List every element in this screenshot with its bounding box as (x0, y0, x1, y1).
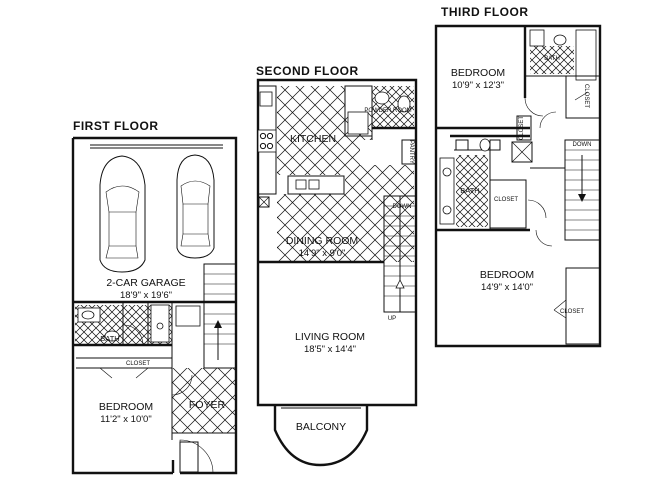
first-floor-stair (203, 263, 237, 369)
upper-bath-tile (530, 46, 574, 74)
foyer-tile (172, 368, 236, 433)
kitchen-label: KITCHEN (290, 133, 336, 145)
third-floor-stair (564, 139, 601, 241)
pantry-label: PANTRY (408, 140, 414, 164)
powder-room-label: POWDER ROOM (364, 108, 411, 114)
second-floor-title: SECOND FLOOR (256, 64, 359, 78)
first-bedroom-dimensions: 11'2" x 10'0" (100, 414, 151, 425)
garage-dimensions: 18'9" x 19'6" (120, 290, 172, 301)
first-bath-toilet (104, 330, 120, 342)
upper-closet-label: CLOSET (583, 84, 589, 108)
garage-label: 2-CAR GARAGE (106, 277, 185, 289)
dining-room-dimensions: 14'9" x 9'0" (299, 248, 346, 259)
second-stair-up-label: UP (388, 316, 396, 322)
third-floor-title: THIRD FLOOR (441, 5, 529, 19)
powder-toilet (397, 95, 411, 113)
third-bedroom-2-label: BEDROOM (480, 269, 534, 281)
small-closet-label: CLOSET (519, 116, 525, 140)
third-bedroom-1-dimensions: 10'9" x 12'3" (452, 80, 504, 91)
kitchen-island (287, 175, 345, 195)
bedroom-2-closet-label: CLOSET (560, 309, 584, 315)
first-closet-label: CLOSET (126, 361, 150, 367)
car-1-icon (99, 155, 146, 273)
first-floor-title: FIRST FLOOR (73, 119, 159, 133)
living-room-label: LIVING ROOM (295, 331, 365, 343)
third-bedroom-1-label: BEDROOM (451, 67, 505, 79)
living-room-dimensions: 18'5" x 14'4" (304, 344, 356, 355)
range-icon (257, 129, 277, 153)
middle-closet-label: CLOSET (494, 197, 518, 203)
first-floor-plan (71, 136, 238, 475)
refrigerator-icon (347, 111, 369, 135)
second-floor-plan (256, 78, 418, 467)
third-bedroom-2-dimensions: 14'9" x 14'0" (481, 282, 533, 293)
second-floor-stair (383, 195, 417, 313)
car-2-icon (176, 154, 215, 259)
kitchen-dining-tile (277, 86, 414, 262)
upper-bathtub (575, 29, 597, 81)
third-stair-down-label: DOWN (573, 142, 592, 148)
first-bedroom-label: BEDROOM (99, 401, 153, 413)
third-floor-plan (434, 24, 602, 348)
first-bath-label: BATH (100, 334, 119, 343)
pantry-closet (401, 139, 417, 165)
foyer-label: FOYER (189, 399, 226, 411)
second-stair-down-label: DOWN (393, 204, 412, 210)
middle-bath-tile (456, 155, 488, 227)
upper-bath-label: BATH (544, 56, 560, 62)
middle-bath-label: BATH (460, 186, 479, 195)
dining-room-label: DINING ROOM (286, 235, 358, 247)
balcony-label: BALCONY (296, 421, 346, 433)
